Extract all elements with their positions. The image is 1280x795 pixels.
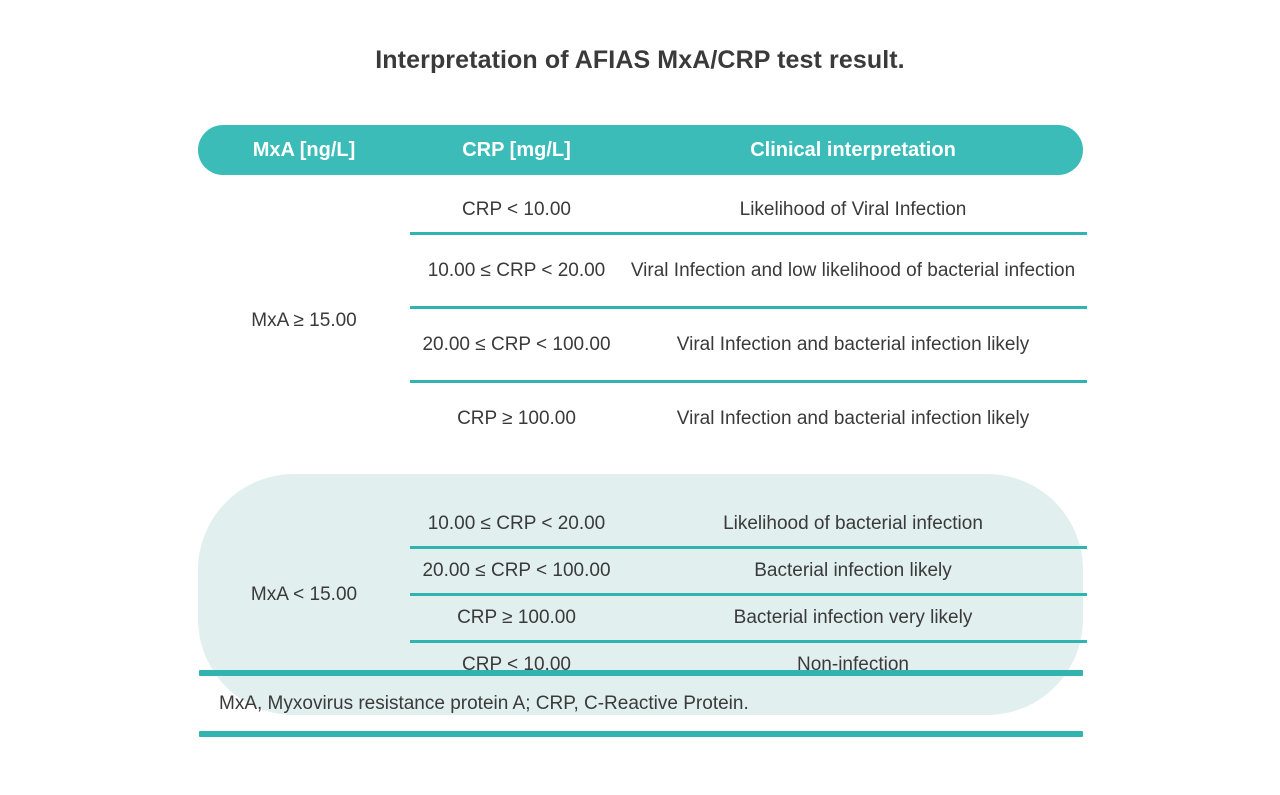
cell-interpretation: Viral Infection and low likelihood of ba…	[630, 259, 1076, 281]
cell-interpretation: Likelihood of bacterial infection	[723, 513, 983, 534]
cell-crp-range: 20.00 ≤ CRP < 100.00	[422, 560, 611, 581]
cell-interpretation: Viral Infection and bacterial infection …	[676, 407, 1030, 429]
figure-title: Interpretation of AFIAS MxA/CRP test res…	[375, 46, 905, 74]
table-row: 20.00 ≤ CRP < 100.00 Viral Infection and…	[410, 306, 1087, 380]
table-row: 20.00 ≤ CRP < 100.00 Bacterial infection…	[410, 546, 1087, 593]
header-gap	[198, 175, 1083, 187]
cell-crp-range: 10.00 ≤ CRP < 20.00	[427, 513, 606, 534]
table-row: CRP < 10.00 Likelihood of Viral Infectio…	[410, 187, 1087, 232]
cell-crp-range: CRP ≥ 100.00	[457, 407, 576, 429]
table-row: CRP ≥ 100.00 Bacterial infection very li…	[410, 593, 1087, 640]
footnote-text: MxA, Myxovirus resistance protein A; CRP…	[219, 693, 749, 714]
group-rows: CRP < 10.00 Likelihood of Viral Infectio…	[410, 187, 1087, 454]
interpretation-table: MxA [ng/L] CRP [mg/L] Clinical interpret…	[198, 125, 1087, 715]
cell-crp-range: 20.00 ≤ CRP < 100.00	[422, 333, 611, 355]
column-header-crp: CRP [mg/L]	[462, 138, 571, 161]
cell-interpretation: Bacterial infection very likely	[733, 607, 973, 628]
column-header-mxa: MxA [ng/L]	[252, 138, 356, 161]
table-row: CRP < 10.00 Non-infection	[410, 640, 1087, 687]
table-row: CRP ≥ 100.00 Viral Infection and bacteri…	[410, 380, 1087, 454]
cell-crp-range: 10.00 ≤ CRP < 20.00	[427, 259, 606, 281]
group-rows: 10.00 ≤ CRP < 20.00 Likelihood of bacter…	[410, 474, 1087, 715]
cell-interpretation: Viral Infection and bacterial infection …	[676, 333, 1030, 355]
cell-interpretation: Non-infection	[797, 654, 909, 675]
cell-interpretation: Likelihood of Viral Infection	[739, 198, 967, 220]
table-row: 10.00 ≤ CRP < 20.00 Viral Infection and …	[410, 232, 1087, 306]
group-top-padding	[410, 474, 1087, 502]
table-header-row: MxA [ng/L] CRP [mg/L] Clinical interpret…	[198, 125, 1083, 175]
table-footnote: MxA, Myxovirus resistance protein A; CRP…	[199, 670, 1083, 737]
cell-crp-range: CRP < 10.00	[462, 654, 571, 675]
cell-crp-range: CRP ≥ 100.00	[457, 607, 576, 628]
cell-interpretation: Bacterial infection likely	[754, 560, 952, 581]
footnote-rule-bottom	[199, 731, 1083, 737]
table-row: 10.00 ≤ CRP < 20.00 Likelihood of bacter…	[410, 502, 1087, 546]
mxa-range-label: MxA < 15.00	[250, 583, 358, 605]
column-header-interpretation: Clinical interpretation	[750, 138, 956, 161]
footnote-rule-top	[199, 670, 1083, 676]
mxa-range-label: MxA ≥ 15.00	[251, 309, 357, 331]
group-mxa-high: MxA ≥ 15.00 CRP < 10.00 Likelihood of Vi…	[198, 187, 1087, 454]
cell-crp-range: CRP < 10.00	[462, 198, 571, 220]
